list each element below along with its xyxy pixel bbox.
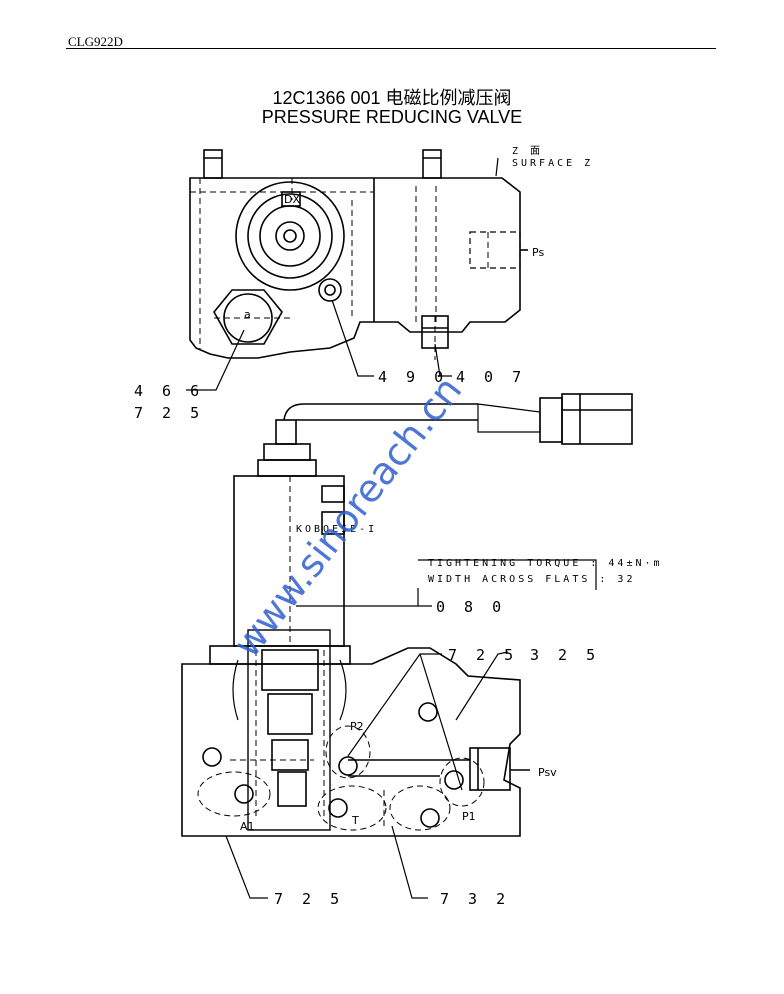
spec-flats: WIDTH ACROSS FLATS : 32 <box>428 574 635 585</box>
label-490: 4 9 0 <box>378 368 448 386</box>
label-coil-brand: KOBOESE-I <box>296 524 377 535</box>
title-line-1: 12C1366 001 电磁比例减压阀 <box>272 88 512 108</box>
label-t: T <box>351 814 359 827</box>
label-a1: A1 <box>240 820 255 833</box>
label-circle-a: a <box>244 308 251 321</box>
label-325: 3 2 5 <box>530 646 600 664</box>
label-surface-z: SURFACE Z <box>512 158 593 169</box>
top-view-body <box>189 149 528 360</box>
label-surface-top: Z 面 <box>512 146 543 157</box>
spec-torque: TIGHTENING TORQUE : 44±N·m <box>428 558 663 569</box>
label-725-bottom: 7 2 5 <box>274 890 344 908</box>
title-line-2: PRESSURE REDUCING VALVE <box>261 107 523 127</box>
header-rule <box>66 48 716 49</box>
label-080: 0 8 0 <box>436 598 506 616</box>
label-466: 4 6 6 <box>134 382 204 400</box>
watermark: www.sinoreach.cn <box>224 368 470 665</box>
label-dx: DX <box>284 193 300 206</box>
label-ps: Ps <box>532 246 544 259</box>
part-labels: Z 面 SURFACE Z Ps 4 6 6 7 2 5 4 9 0 4 0 7… <box>134 146 663 908</box>
label-p2: P2 <box>350 720 364 733</box>
solenoid-coil <box>233 393 633 647</box>
valve-body <box>181 629 530 837</box>
label-407: 4 0 7 <box>456 368 526 386</box>
label-732: 7 3 2 <box>440 890 510 908</box>
label-725-mid: 7 2 5 <box>448 646 518 664</box>
label-p1: P1 <box>462 810 476 823</box>
side-leaders <box>225 559 597 899</box>
document-code: CLG922D <box>68 34 123 49</box>
top-leaders <box>186 157 499 391</box>
label-psv: Psv <box>538 766 557 779</box>
label-725-top: 7 2 5 <box>134 404 204 422</box>
